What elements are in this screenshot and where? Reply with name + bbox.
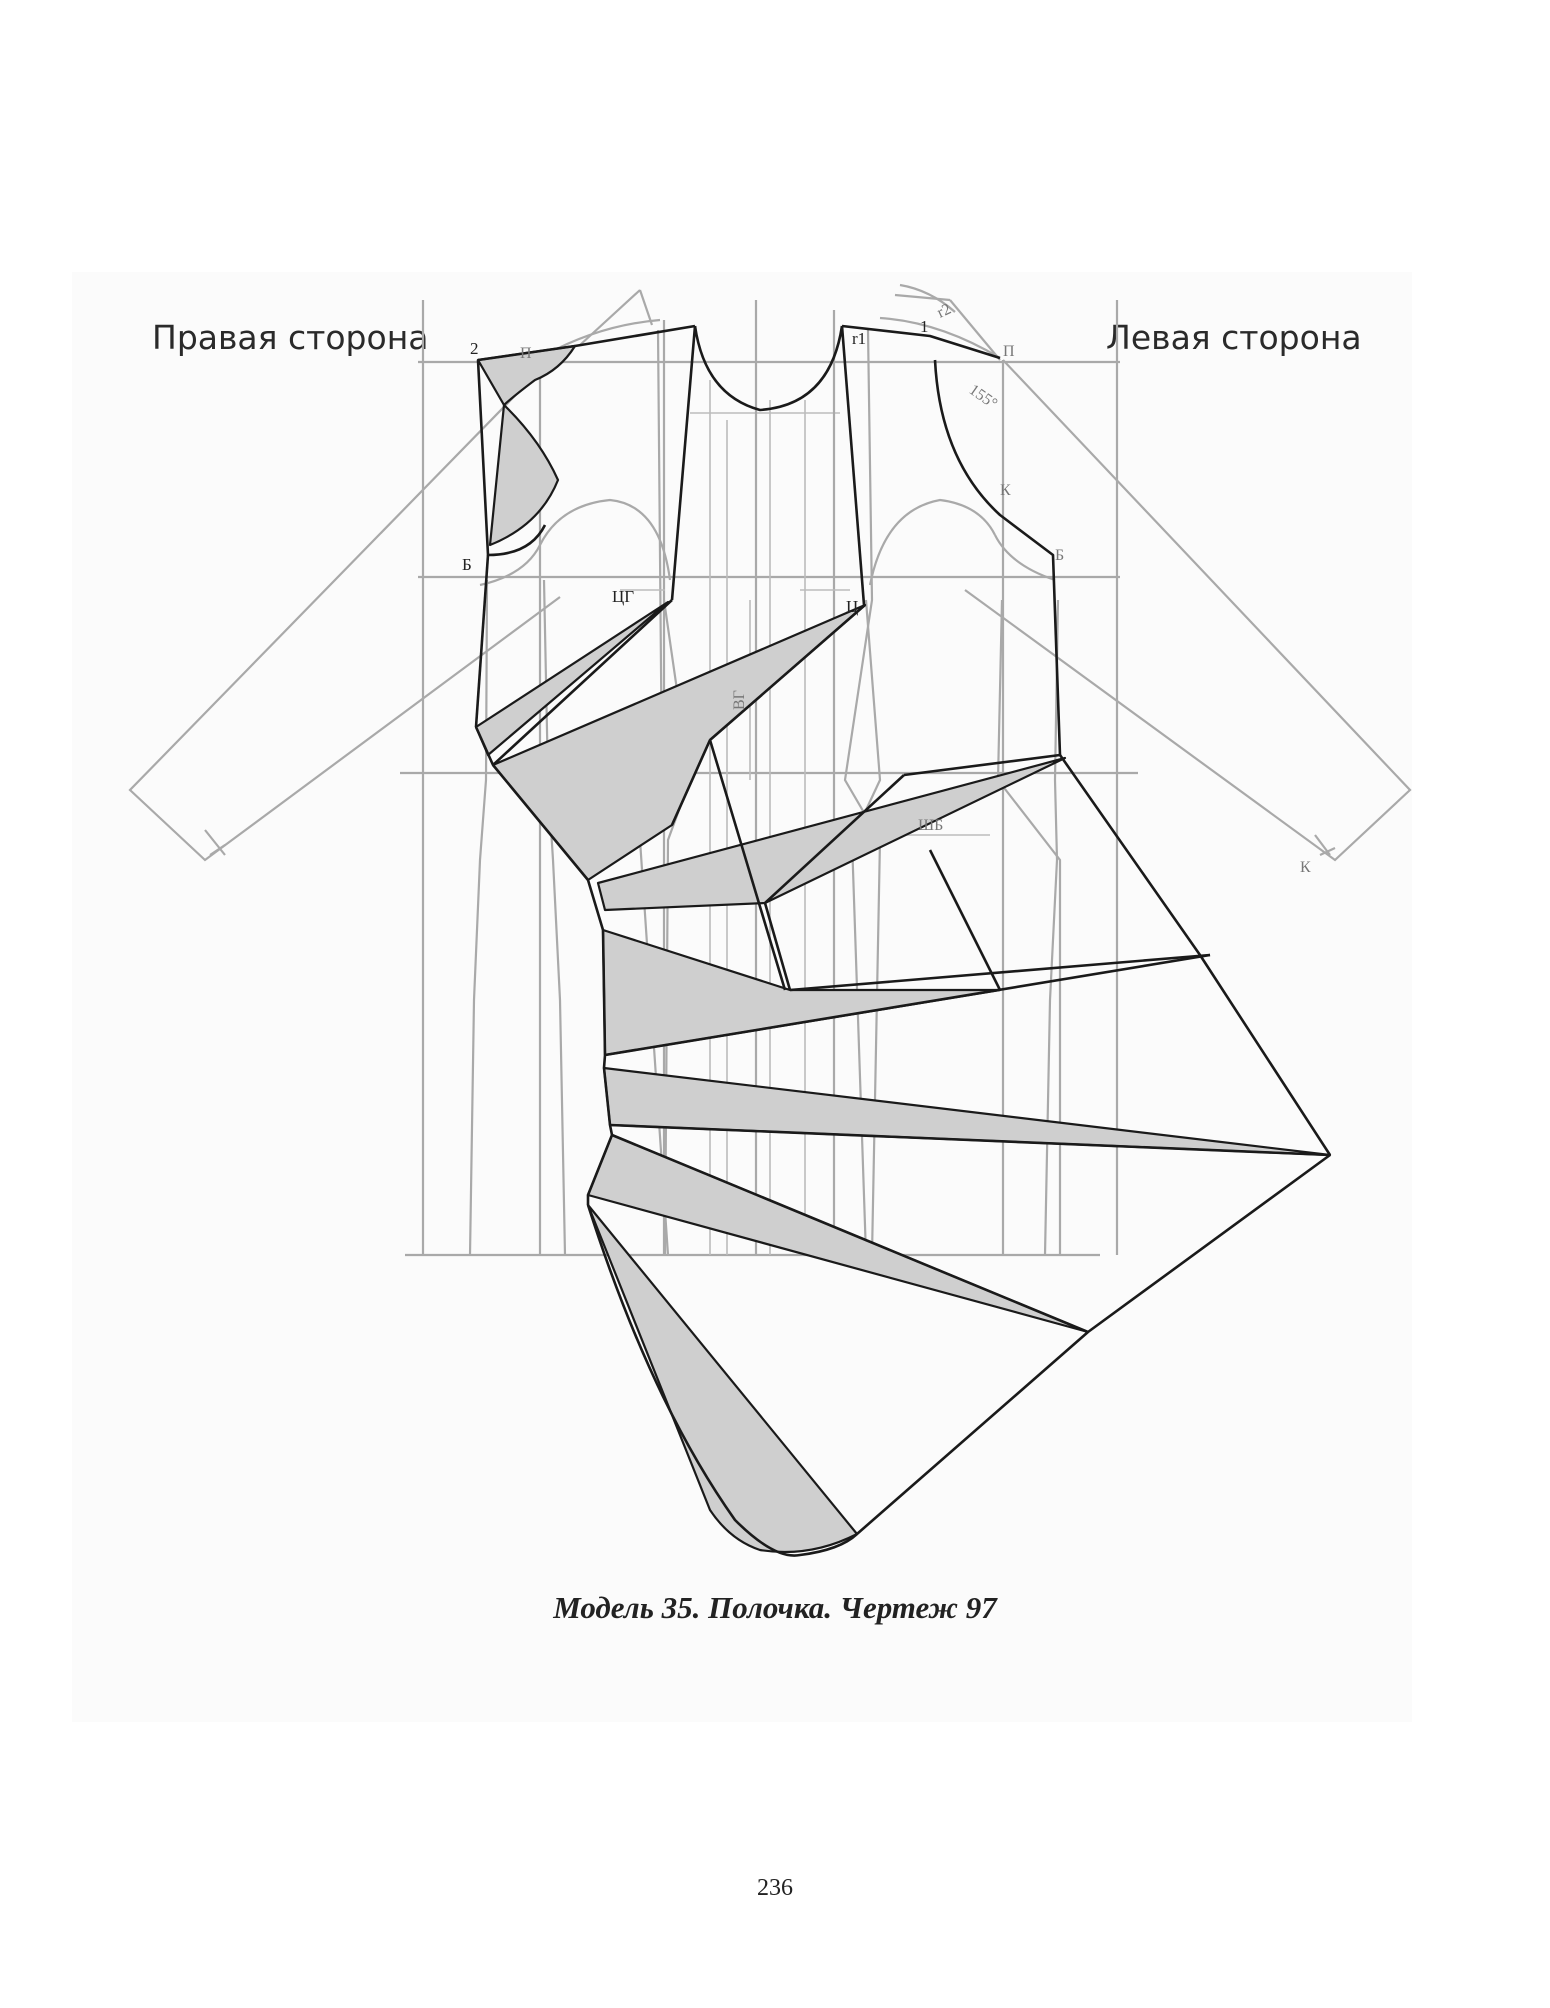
point-2-label: 2 (470, 339, 479, 358)
point-k-sleeve-label: К (1300, 859, 1311, 876)
point-labels: 2 П Б ЦГ r1 1 r2 П 155° К Б Ц ВГ ШБ К (462, 301, 1311, 876)
shaded-hem-wedge-3 (586, 1203, 859, 1554)
shaded-pieces (474, 344, 1332, 1554)
left-side-label: Левая сторона (1106, 318, 1362, 357)
shaded-armhole-piece (488, 403, 560, 547)
shaded-hem-wedge-1 (602, 1066, 1332, 1157)
point-b-right-label: Б (1055, 547, 1064, 564)
point-c-right-label: Ц (846, 597, 858, 616)
point-p-right-label: П (1003, 343, 1015, 360)
point-r1-label: r1 (852, 329, 866, 348)
point-k-top-label: К (1000, 482, 1011, 499)
garment-contour (474, 324, 1332, 1557)
point-b-left-label: Б (462, 555, 472, 574)
page-number: 236 (757, 1875, 793, 1901)
shb-label: ШБ (918, 817, 943, 834)
shaded-hip-wedge (601, 928, 1002, 1057)
vg-label: ВГ (731, 690, 748, 710)
angle-label: 155° (966, 381, 1001, 412)
shaded-shoulder-wedge (476, 344, 577, 407)
point-1-label: 1 (920, 317, 929, 336)
right-side-label: Правая сторона (152, 318, 429, 357)
point-p-left-label: П (520, 345, 532, 362)
point-cg-label: ЦГ (612, 587, 634, 606)
figure-caption: Модель 35. Полочка. Чертеж 97 (553, 1590, 997, 1625)
point-r2-label: r2 (935, 301, 954, 322)
